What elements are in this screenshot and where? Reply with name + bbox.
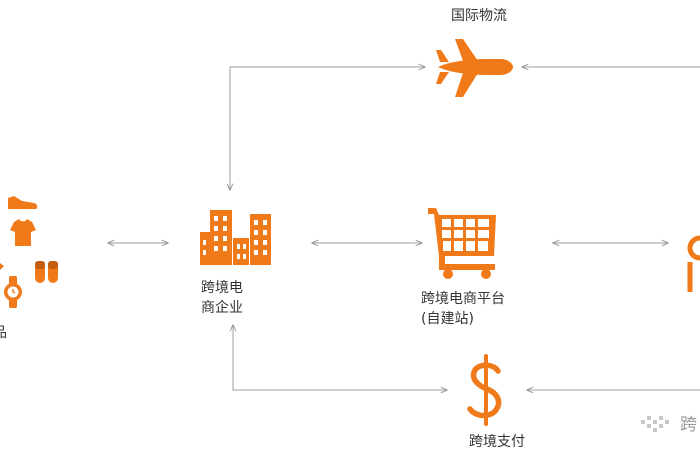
slippers-icon xyxy=(35,261,58,283)
enterprise-label-line2: 商企业 xyxy=(201,300,243,316)
airplane-icon xyxy=(436,39,513,97)
watermark-logo-icon xyxy=(641,416,669,432)
goods-dot-icon xyxy=(0,263,4,270)
dollar-sign-icon xyxy=(467,354,502,426)
payment-label: 跨境支付 xyxy=(469,434,525,450)
logistics-label: 国际物流 xyxy=(451,8,507,24)
goods-label-fragment: 品 xyxy=(0,323,7,343)
consumer-icon xyxy=(687,235,700,292)
platform-label-line1: 跨境电商平台 xyxy=(421,291,505,307)
watermark-text: 跨 xyxy=(680,415,697,435)
buildings-icon xyxy=(200,210,271,265)
platform-label-line2: (自建站) xyxy=(421,311,474,327)
connector-enterprise-logistics xyxy=(230,67,425,190)
shoe-icon xyxy=(8,196,38,209)
tshirt-icon xyxy=(10,219,36,246)
watch-icon xyxy=(4,276,22,308)
shopping-cart-icon xyxy=(428,208,496,279)
connector-enterprise-payment xyxy=(233,325,447,390)
enterprise-label-line1: 跨境电 xyxy=(201,280,243,296)
